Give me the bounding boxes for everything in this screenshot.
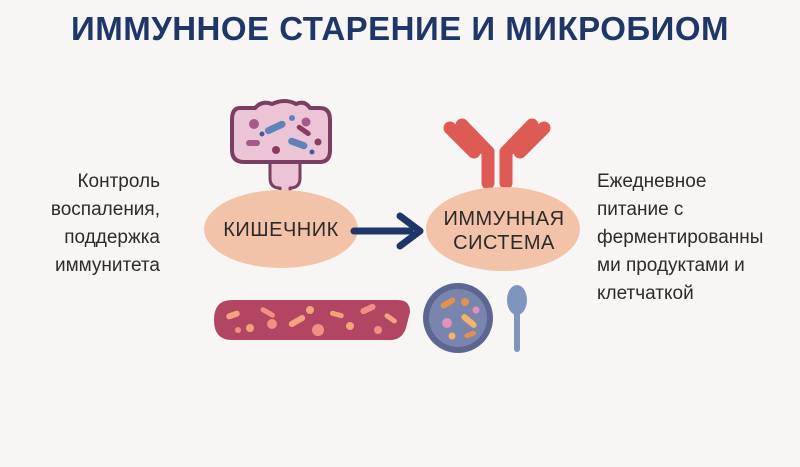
- left-annotation-line: поддержка: [64, 227, 160, 248]
- spoon-icon: [507, 285, 527, 352]
- immune-node-shape: [426, 187, 580, 271]
- node-immune-label-line2: СИСТЕМА: [453, 232, 555, 254]
- left-annotation-line: иммунитета: [54, 255, 160, 276]
- page-title: ИММУННОЕ СТАРЕНИЕ И МИКРОБИОМ: [71, 10, 729, 47]
- antibody-icon: [443, 118, 551, 190]
- left-annotation-line: воспаления,: [50, 199, 160, 220]
- right-annotation: Ежедневное питание с ферментированны ми …: [597, 168, 792, 308]
- left-annotation: Контроль воспаления, поддержка иммунитет…: [0, 168, 160, 280]
- right-annotation-line: питание с: [597, 199, 684, 220]
- arrow-right-icon: [350, 212, 424, 250]
- node-immune-system: ИММУННАЯ СИСТЕМА: [428, 207, 580, 255]
- node-gut-label: КИШЕЧНИК: [223, 219, 339, 241]
- right-annotation-line: Ежедневное: [597, 171, 707, 192]
- right-annotation-line: клетчаткой: [597, 283, 694, 304]
- node-gut: КИШЕЧНИК: [210, 218, 352, 242]
- bacteria-strip-icon: [214, 300, 410, 340]
- node-immune-label-line1: ИММУННАЯ: [443, 208, 565, 230]
- intestine-bacteria-icon: [230, 99, 332, 198]
- left-annotation-line: Контроль: [77, 171, 160, 192]
- gut-node-shape: [204, 190, 358, 268]
- right-annotation-line: ми продуктами и: [597, 255, 745, 276]
- right-annotation-line: ферментированны: [597, 227, 764, 248]
- food-plate-icon: [423, 283, 493, 353]
